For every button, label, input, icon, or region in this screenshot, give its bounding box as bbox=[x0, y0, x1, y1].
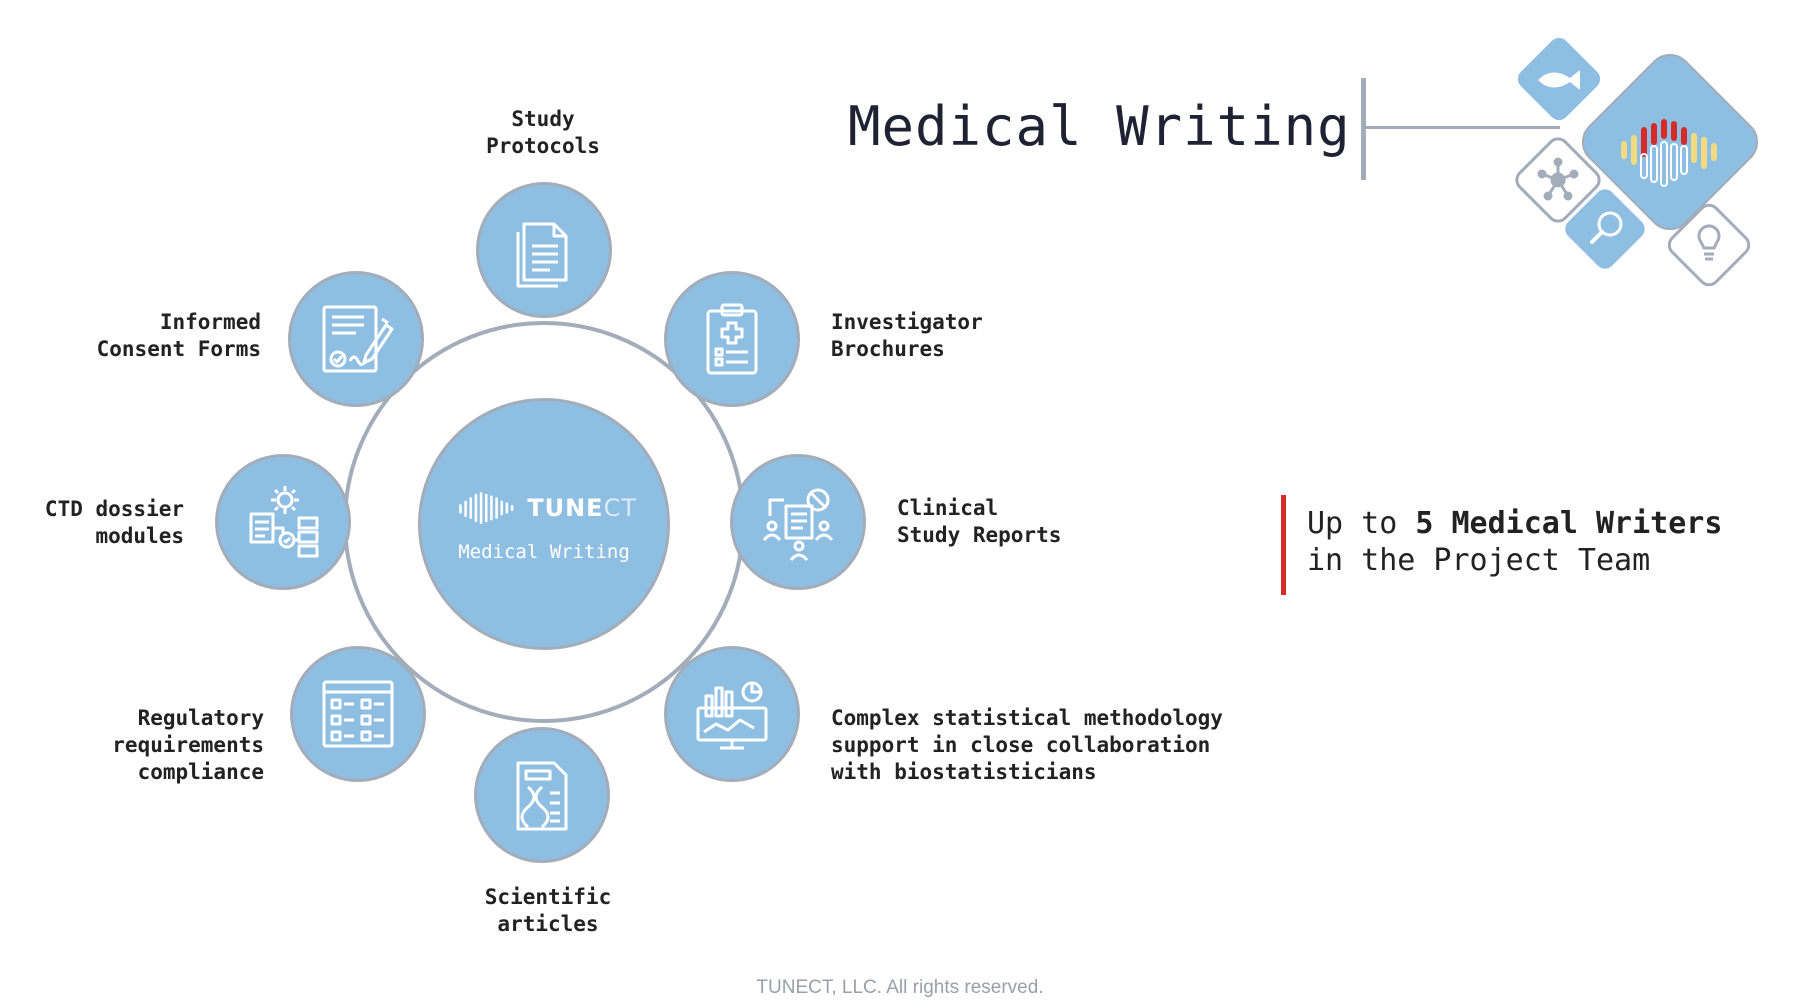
tunect-logo: TUNECT bbox=[457, 489, 637, 527]
page-title: Medical Writing bbox=[848, 95, 1351, 158]
node-scientific-articles bbox=[474, 727, 610, 863]
label-clinical-study-reports: Clinical Study Reports bbox=[897, 496, 1062, 547]
team-highlight: 5 Medical Writers bbox=[1415, 506, 1723, 541]
node-study-protocols bbox=[476, 182, 612, 318]
report-people-icon bbox=[762, 488, 834, 561]
center-subtitle: Medical Writing bbox=[458, 541, 630, 563]
title-connector-line bbox=[1364, 126, 1560, 129]
statistics-monitor-icon bbox=[696, 681, 768, 750]
network-icon bbox=[1515, 137, 1601, 223]
node-statistical-methodology bbox=[664, 646, 800, 782]
label-informed-consent: Informed Consent Forms bbox=[96, 310, 261, 361]
node-investigator-brochures bbox=[664, 271, 800, 407]
dna-document-icon bbox=[516, 761, 568, 831]
footer-copyright: TUNECT, LLC. All rights reserved. bbox=[756, 977, 1044, 998]
label-statistical-methodology: Complex statistical methodology support … bbox=[831, 706, 1223, 784]
label-ctd-dossier: CTD dossier modules bbox=[44, 497, 184, 548]
node-informed-consent bbox=[288, 271, 424, 407]
documents-icon bbox=[516, 222, 568, 288]
clipboard-medical-icon bbox=[706, 303, 758, 375]
checklist-icon bbox=[322, 680, 394, 748]
label-regulatory-compliance: Regulatory requirements compliance bbox=[112, 706, 264, 784]
lightbulb-icon bbox=[1667, 203, 1751, 287]
center-brand: TUNECT bbox=[527, 494, 637, 522]
label-scientific-articles: Scientific articles bbox=[484, 885, 612, 936]
title-divider bbox=[1361, 78, 1366, 180]
team-accent-bar bbox=[1281, 495, 1286, 595]
waveform-icon bbox=[459, 492, 514, 524]
node-ctd-dossier bbox=[215, 454, 351, 590]
node-regulatory-compliance bbox=[290, 646, 426, 782]
fish-icon bbox=[1517, 37, 1601, 121]
center-hub: TUNECT Medical Writing bbox=[418, 398, 670, 650]
label-study-protocols: Study Protocols bbox=[486, 107, 600, 158]
magnifier-icon bbox=[1565, 189, 1645, 269]
tunect-diamond-logo bbox=[1581, 53, 1759, 231]
label-investigator-brochures: Investigator Brochures bbox=[831, 310, 983, 361]
node-clinical-study-reports bbox=[730, 454, 866, 590]
team-callout: Up to 5 Medical Writers in the Project T… bbox=[1307, 506, 1723, 578]
signed-form-icon bbox=[322, 305, 394, 373]
gear-modules-icon bbox=[249, 486, 319, 558]
brand-emblem bbox=[1515, 37, 1759, 287]
